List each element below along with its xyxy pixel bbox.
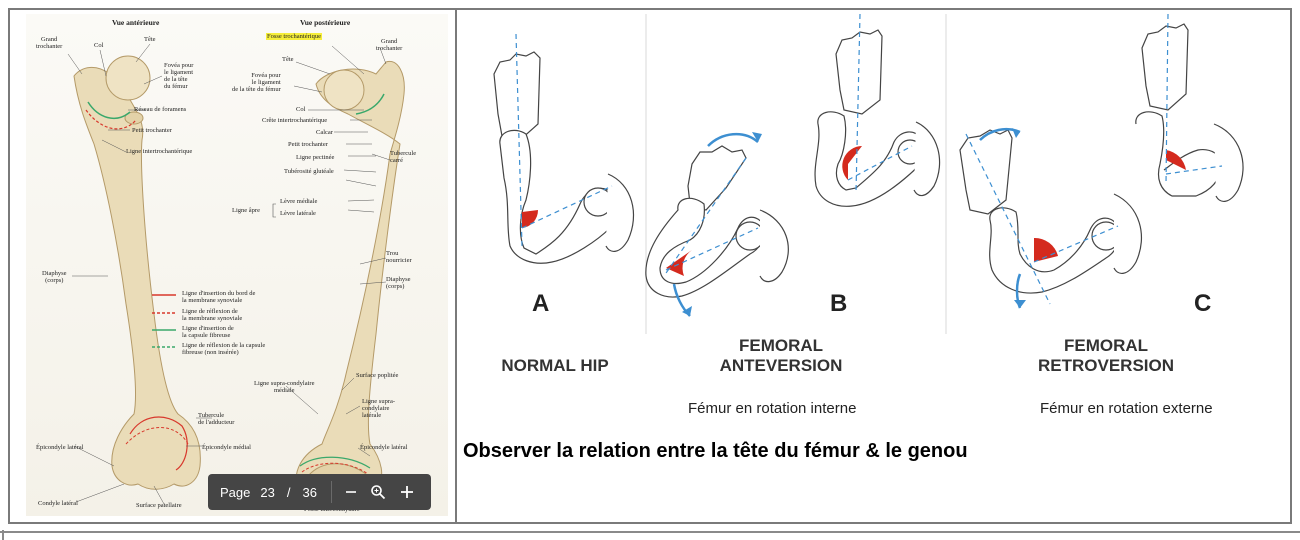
label-condyle-lateral: Condyle latéral bbox=[38, 500, 78, 507]
page-separator: / bbox=[287, 485, 291, 500]
label-grand-trochanter-ant: Grand trochanter bbox=[36, 36, 62, 50]
legend-item: Ligne d'insertion de la capsule fibreuse bbox=[182, 325, 234, 339]
panel-b-letter: B bbox=[830, 290, 847, 318]
panel-c-title: FEMORAL RETROVERSION bbox=[1016, 336, 1196, 376]
page-label: Page bbox=[220, 485, 250, 500]
label-fovea-ant: Fovéa pour le ligament de la tête du fém… bbox=[164, 62, 193, 90]
column-divider bbox=[455, 8, 457, 524]
label-calcar: Calcar bbox=[316, 129, 333, 136]
observation-note: Observer la relation entre la tête du fé… bbox=[463, 440, 968, 463]
zoom-out-icon[interactable] bbox=[344, 485, 358, 499]
label-ligne-pectinee: Ligne pectinée bbox=[296, 154, 334, 161]
label-col-ant: Col bbox=[94, 42, 103, 49]
label-epicondyle-lateral-post: Épicondyle latéral bbox=[360, 444, 407, 451]
pdf-page-toolbar: Page 23 / 36 bbox=[208, 474, 431, 510]
label-petit-trochanter-post: Petit trochanter bbox=[288, 141, 328, 148]
posterior-view-title: Vue postérieure bbox=[300, 18, 350, 27]
label-trou-nourricier: Trou nourricier bbox=[386, 250, 412, 264]
highlighted-term: Fosse trochantérique bbox=[266, 33, 322, 40]
panel-c-subtitle: Fémur en rotation externe bbox=[1040, 400, 1213, 417]
label-fovea-post: Fovéa pour le ligament de la tête du fém… bbox=[232, 72, 281, 93]
label-tete-ant: Tête bbox=[144, 36, 156, 43]
label-tuberosite-glutéale: Tubérosité glutéale bbox=[284, 168, 334, 175]
label-grand-trochanter-post: Grand trochanter bbox=[376, 38, 402, 52]
label-epicondyle-medial: Épicondyle médial bbox=[202, 444, 251, 451]
hip-version-figure: A B C NORMAL HIP FEMORAL ANTEVERSION FEM… bbox=[460, 14, 1286, 434]
panel-b-subtitle: Fémur en rotation interne bbox=[688, 400, 856, 417]
label-fosse-trochanterique: Fosse trochantérique bbox=[266, 33, 322, 40]
label-ligne-supra-laterale: Ligne supra- condylaire latérale bbox=[362, 398, 395, 419]
label-tubercule-carre: Tubercule carré bbox=[390, 150, 416, 164]
panel-b-title: FEMORAL ANTEVERSION bbox=[696, 336, 866, 376]
panel-c-letter: C bbox=[1194, 290, 1211, 318]
label-levre-mediale: Lèvre médiale bbox=[280, 198, 317, 205]
legend-item: Ligne d'insertion du bord de la membrane… bbox=[182, 290, 255, 304]
label-col-post: Col bbox=[296, 106, 305, 113]
label-surface-patellaire: Surface patellaire bbox=[136, 502, 182, 509]
zoom-in-icon[interactable] bbox=[400, 485, 414, 499]
label-petit-trochanter-ant: Petit trochanter bbox=[132, 127, 172, 134]
label-levre-laterale: Lèvre latérale bbox=[280, 210, 316, 217]
anterior-femur bbox=[74, 56, 200, 489]
label-ligne-supra-mediale: Ligne supra-condylaire médiale bbox=[254, 380, 314, 394]
total-pages: 36 bbox=[302, 485, 316, 500]
label-crete-intertrochanterique: Crête intertrochantérique bbox=[262, 117, 327, 124]
zoom-search-icon[interactable] bbox=[370, 484, 386, 500]
femur-anatomy-figure: Vue antérieure Vue postérieure Grand tro… bbox=[26, 14, 448, 516]
legend-item: Ligne de réflexion de la capsule fibreus… bbox=[182, 342, 265, 356]
toolbar-divider bbox=[331, 481, 332, 503]
next-cell-border bbox=[2, 530, 4, 540]
table-bottom-border bbox=[0, 531, 1300, 533]
panel-a-title: NORMAL HIP bbox=[480, 356, 630, 376]
label-epicondyle-lateral-ant: Épicondyle latéral bbox=[36, 444, 83, 451]
panel-a-letter: A bbox=[532, 290, 549, 318]
legend-item: Ligne de réflexion de la membrane synovi… bbox=[182, 308, 242, 322]
label-surface-poplitee: Surface poplitée bbox=[356, 372, 398, 379]
label-ligne-intertrochanterique: Ligne intertrochantérique bbox=[126, 148, 192, 155]
label-diaphyse-ant: Diaphyse (corps) bbox=[42, 270, 67, 284]
label-ligne-apre: Ligne âpre bbox=[232, 207, 260, 214]
anterior-view-title: Vue antérieure bbox=[112, 18, 159, 27]
label-reseau: Réseau de foramens bbox=[134, 106, 186, 113]
label-tete-post: Tête bbox=[282, 56, 294, 63]
label-diaphyse-post: Diaphyse (corps) bbox=[386, 276, 411, 290]
current-page-number[interactable]: 23 bbox=[260, 485, 274, 500]
label-tubercule-adducteur: Tubercule de l'adducteur bbox=[198, 412, 234, 426]
